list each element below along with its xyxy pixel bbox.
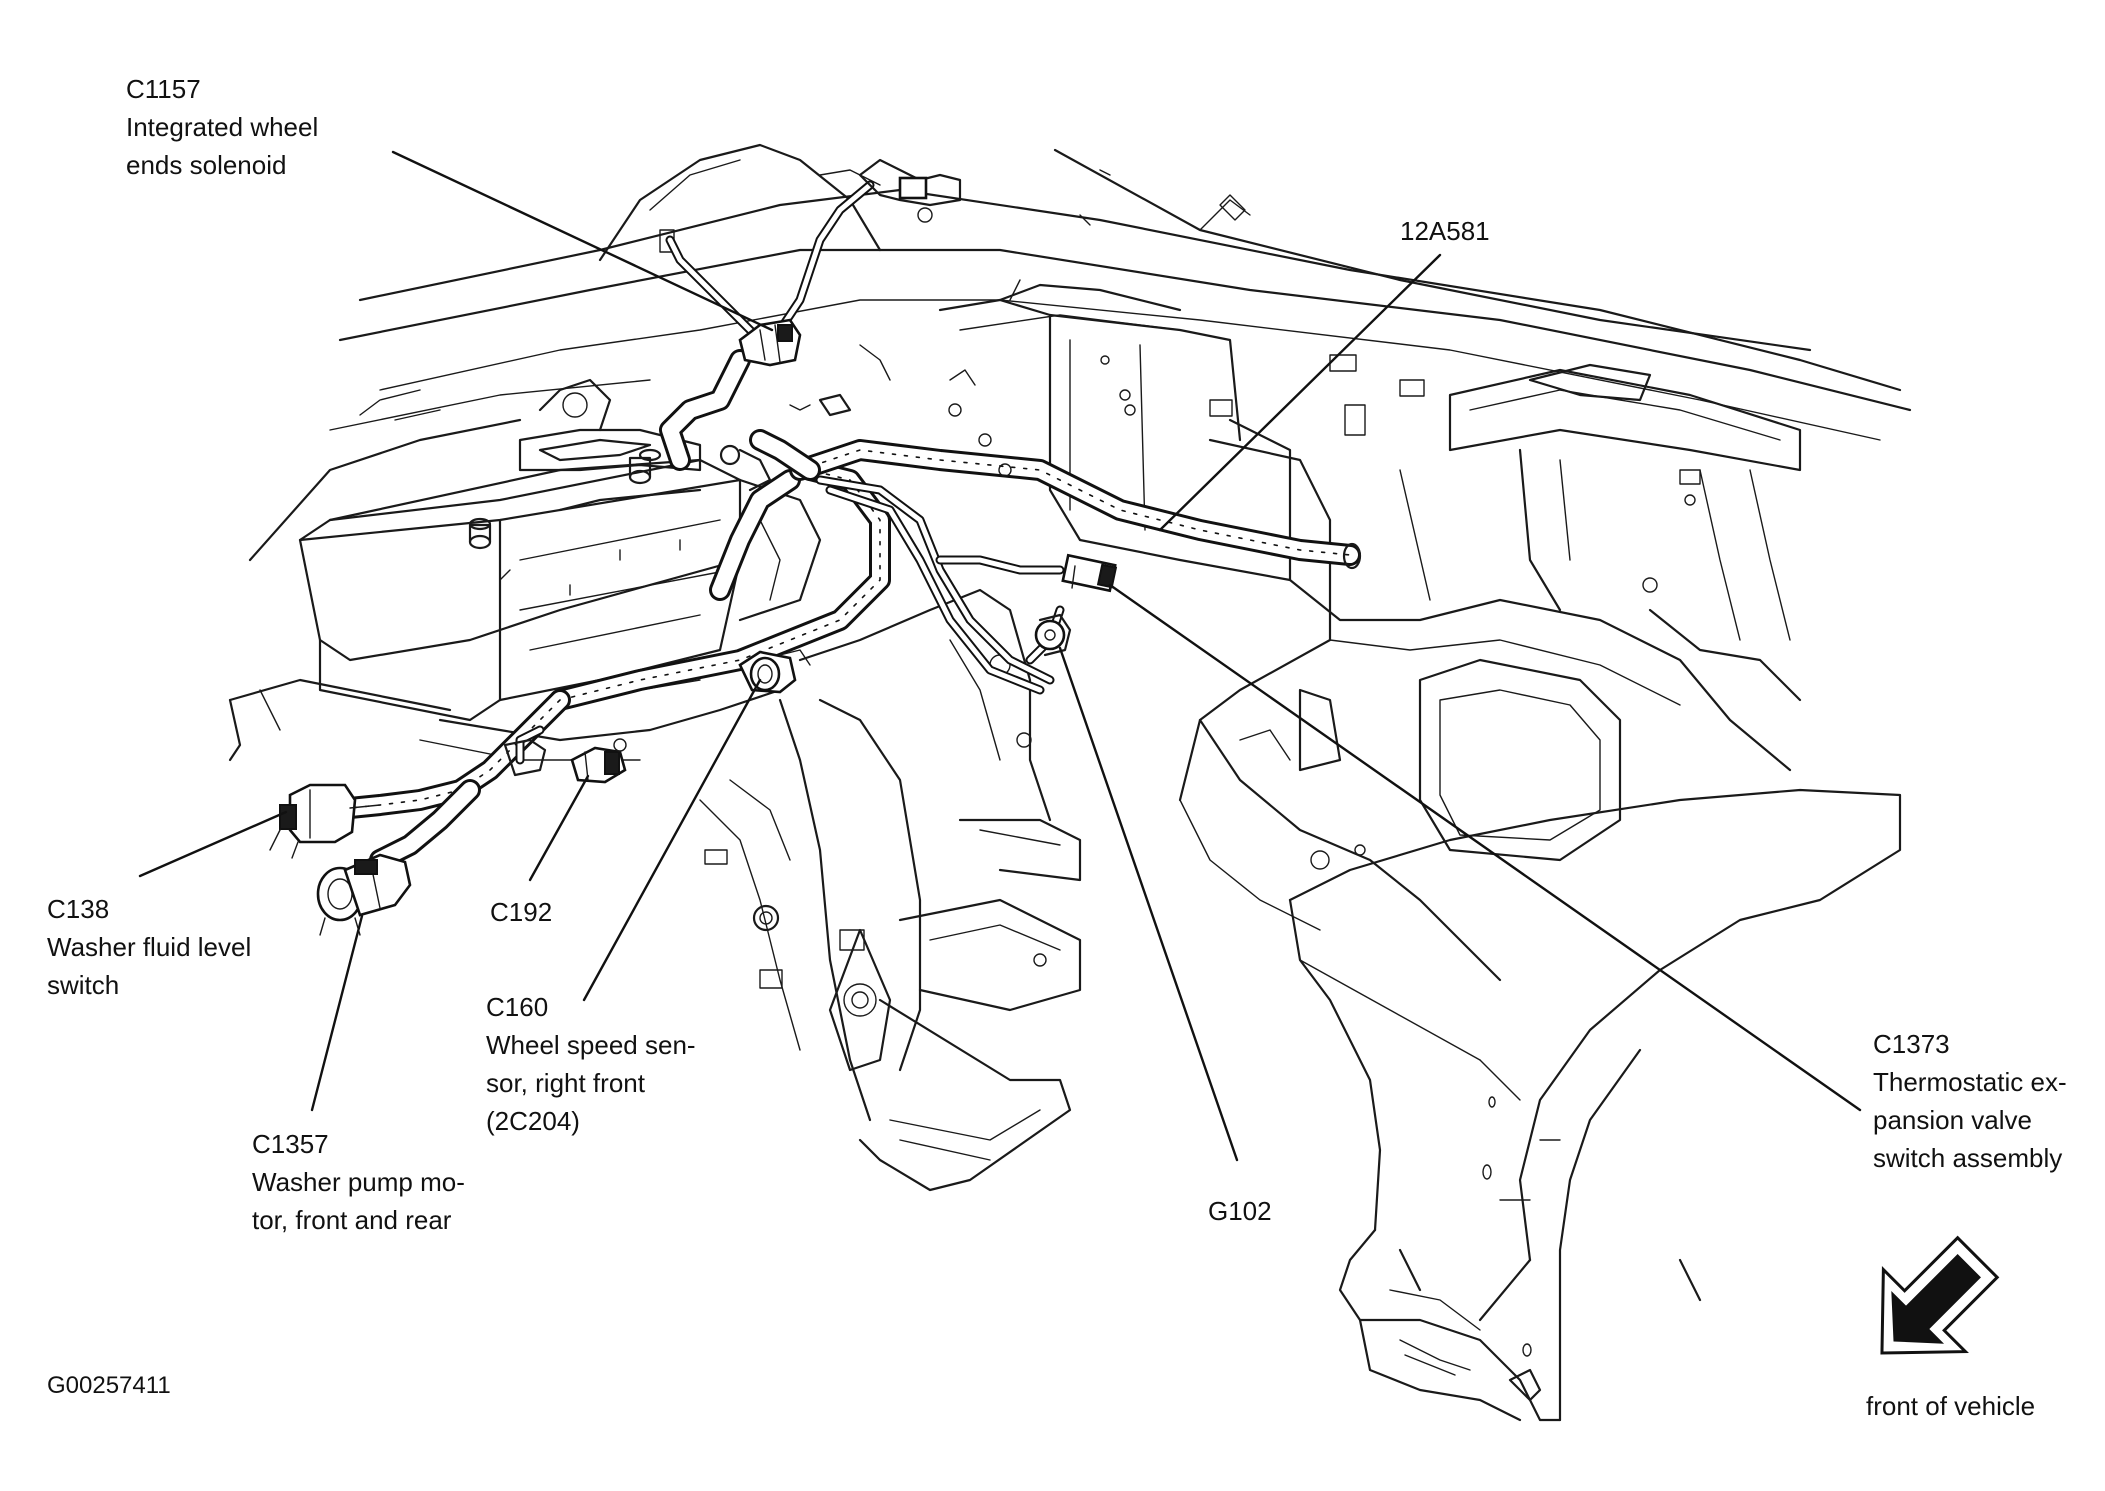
figure-id: G00257411 xyxy=(47,1372,171,1399)
label-c160-desc-3: (2C204) xyxy=(486,1106,580,1136)
label-g102: G102 xyxy=(1208,1192,1272,1230)
label-c1157-code: C1157 xyxy=(126,74,201,104)
connector-c1357 xyxy=(316,853,412,936)
leader-g102 xyxy=(1058,646,1239,1162)
label-c160-code: C160 xyxy=(486,992,549,1022)
radiator-support xyxy=(699,588,1082,1192)
label-c138-code: C138 xyxy=(47,894,110,924)
label-c1357-desc-1: Washer pump mo- xyxy=(252,1167,465,1197)
connector-c138 xyxy=(269,783,381,859)
label-12a581-code: 12A581 xyxy=(1400,216,1490,246)
label-c160-desc-1: Wheel speed sen- xyxy=(486,1030,696,1060)
label-c1373-desc-1: Thermostatic ex- xyxy=(1873,1067,2067,1097)
label-c1373-code: C1373 xyxy=(1873,1029,1950,1059)
label-c192-code: C192 xyxy=(490,897,553,927)
label-c1373: C1373 Thermostatic ex- pansion valve swi… xyxy=(1873,1025,2067,1177)
label-c160: C160 Wheel speed sen- sor, right front (… xyxy=(486,988,696,1140)
label-c192: C192 xyxy=(490,893,552,931)
connector-c1373 xyxy=(1061,553,1118,593)
label-c1357: C1357 Washer pump mo- tor, front and rea… xyxy=(252,1125,465,1239)
inner-fender-apron xyxy=(998,298,1802,982)
leader-c138 xyxy=(138,810,288,878)
connector-c160 xyxy=(738,649,811,694)
fender xyxy=(1288,788,1902,1422)
front-of-vehicle-label: front of vehicle xyxy=(1866,1391,2036,1421)
label-c1157-desc-2: ends solenoid xyxy=(126,150,287,180)
connector-c192 xyxy=(570,738,627,784)
direction-arrow-icon xyxy=(1880,1235,2000,1355)
ground-g102 xyxy=(1034,613,1072,657)
label-c138-desc-1: Washer fluid level xyxy=(47,932,252,962)
label-c138: C138 Washer fluid level switch xyxy=(47,890,251,1004)
label-c138-desc-2: switch xyxy=(47,970,120,1000)
label-12a581: 12A581 xyxy=(1400,212,1490,250)
leader-c160 xyxy=(582,678,762,1002)
leader-12a581 xyxy=(1158,253,1442,532)
main-harness-12A581 xyxy=(549,429,1362,711)
label-c1157: C1157 Integrated wheel ends solenoid xyxy=(126,70,318,184)
harness-branch-lower xyxy=(319,689,571,871)
label-c1373-desc-3: switch assembly xyxy=(1873,1143,2063,1173)
leader-c192 xyxy=(528,774,590,882)
leader-c1373 xyxy=(1108,583,1862,1112)
label-c1373-desc-2: pansion valve xyxy=(1873,1105,2032,1135)
label-c160-desc-2: sor, right front xyxy=(486,1068,645,1098)
leader-lines xyxy=(138,150,1862,1162)
label-c1157-desc-1: Integrated wheel xyxy=(126,112,319,142)
harness-branch-c1157 xyxy=(659,158,962,492)
misc-fasteners xyxy=(359,279,1136,512)
leader-c1157 xyxy=(391,150,774,332)
label-c1357-code: C1357 xyxy=(252,1129,329,1159)
connector-c1157 xyxy=(738,318,802,367)
label-g102-code: G102 xyxy=(1208,1196,1272,1226)
cowl-structure xyxy=(248,143,1912,593)
leader-c1357 xyxy=(310,914,364,1112)
label-c1357-desc-2: tor, front and rear xyxy=(252,1205,452,1235)
battery xyxy=(228,378,822,762)
